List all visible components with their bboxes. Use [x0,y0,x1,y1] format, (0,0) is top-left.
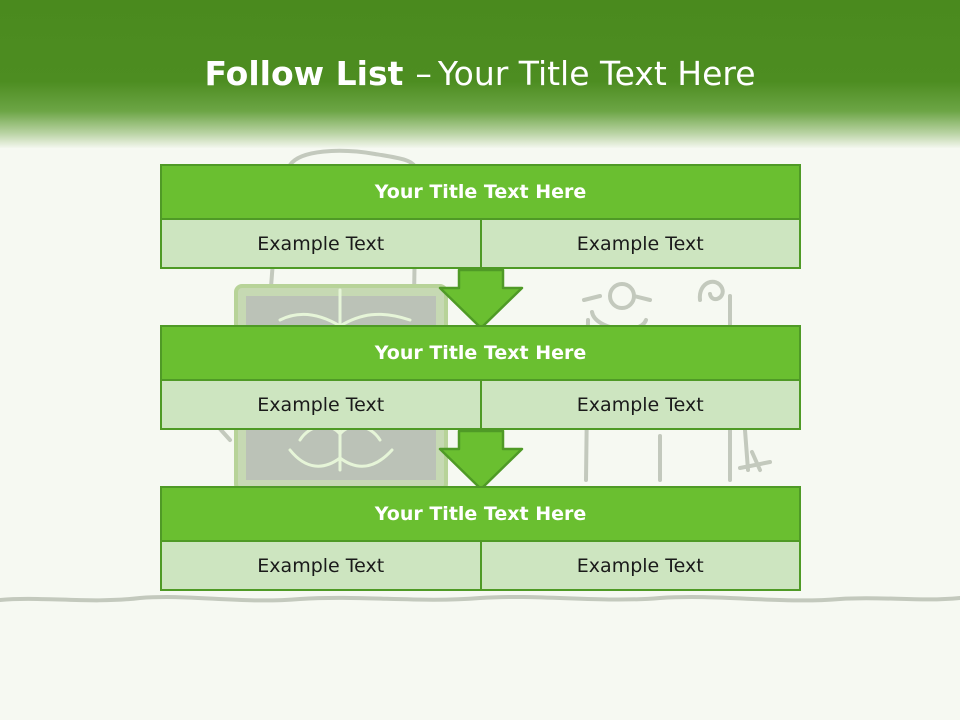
slide-title-rest: Your Title Text Here [437,54,756,93]
step-title: Your Title Text Here [160,325,801,381]
step-block-3: Your Title Text Here Example Text Exampl… [160,486,801,591]
down-arrow-icon [438,268,524,330]
step-block-1: Your Title Text Here Example Text Exampl… [160,164,801,269]
step-title: Your Title Text Here [160,486,801,542]
slide-title-separator: – [415,54,432,93]
step-cell-left: Example Text [160,381,482,430]
header-band: Follow List–Your Title Text Here [0,0,960,148]
step-block-2: Your Title Text Here Example Text Exampl… [160,325,801,430]
step-title: Your Title Text Here [160,164,801,220]
slide-title-bold: Follow List [204,54,404,93]
doodle-cane [697,279,725,302]
step-cell-right: Example Text [481,542,801,591]
step-cell-right: Example Text [481,220,801,269]
step-cell-left: Example Text [160,220,482,269]
doodle-glasses [608,282,636,310]
step-cell-left: Example Text [160,542,482,591]
doodle-ground-line [0,594,960,603]
step-row: Example Text Example Text [160,381,801,430]
slide-title: Follow List–Your Title Text Here [0,54,960,93]
down-arrow-icon [438,429,524,491]
step-row: Example Text Example Text [160,542,801,591]
step-row: Example Text Example Text [160,220,801,269]
step-cell-right: Example Text [481,381,801,430]
